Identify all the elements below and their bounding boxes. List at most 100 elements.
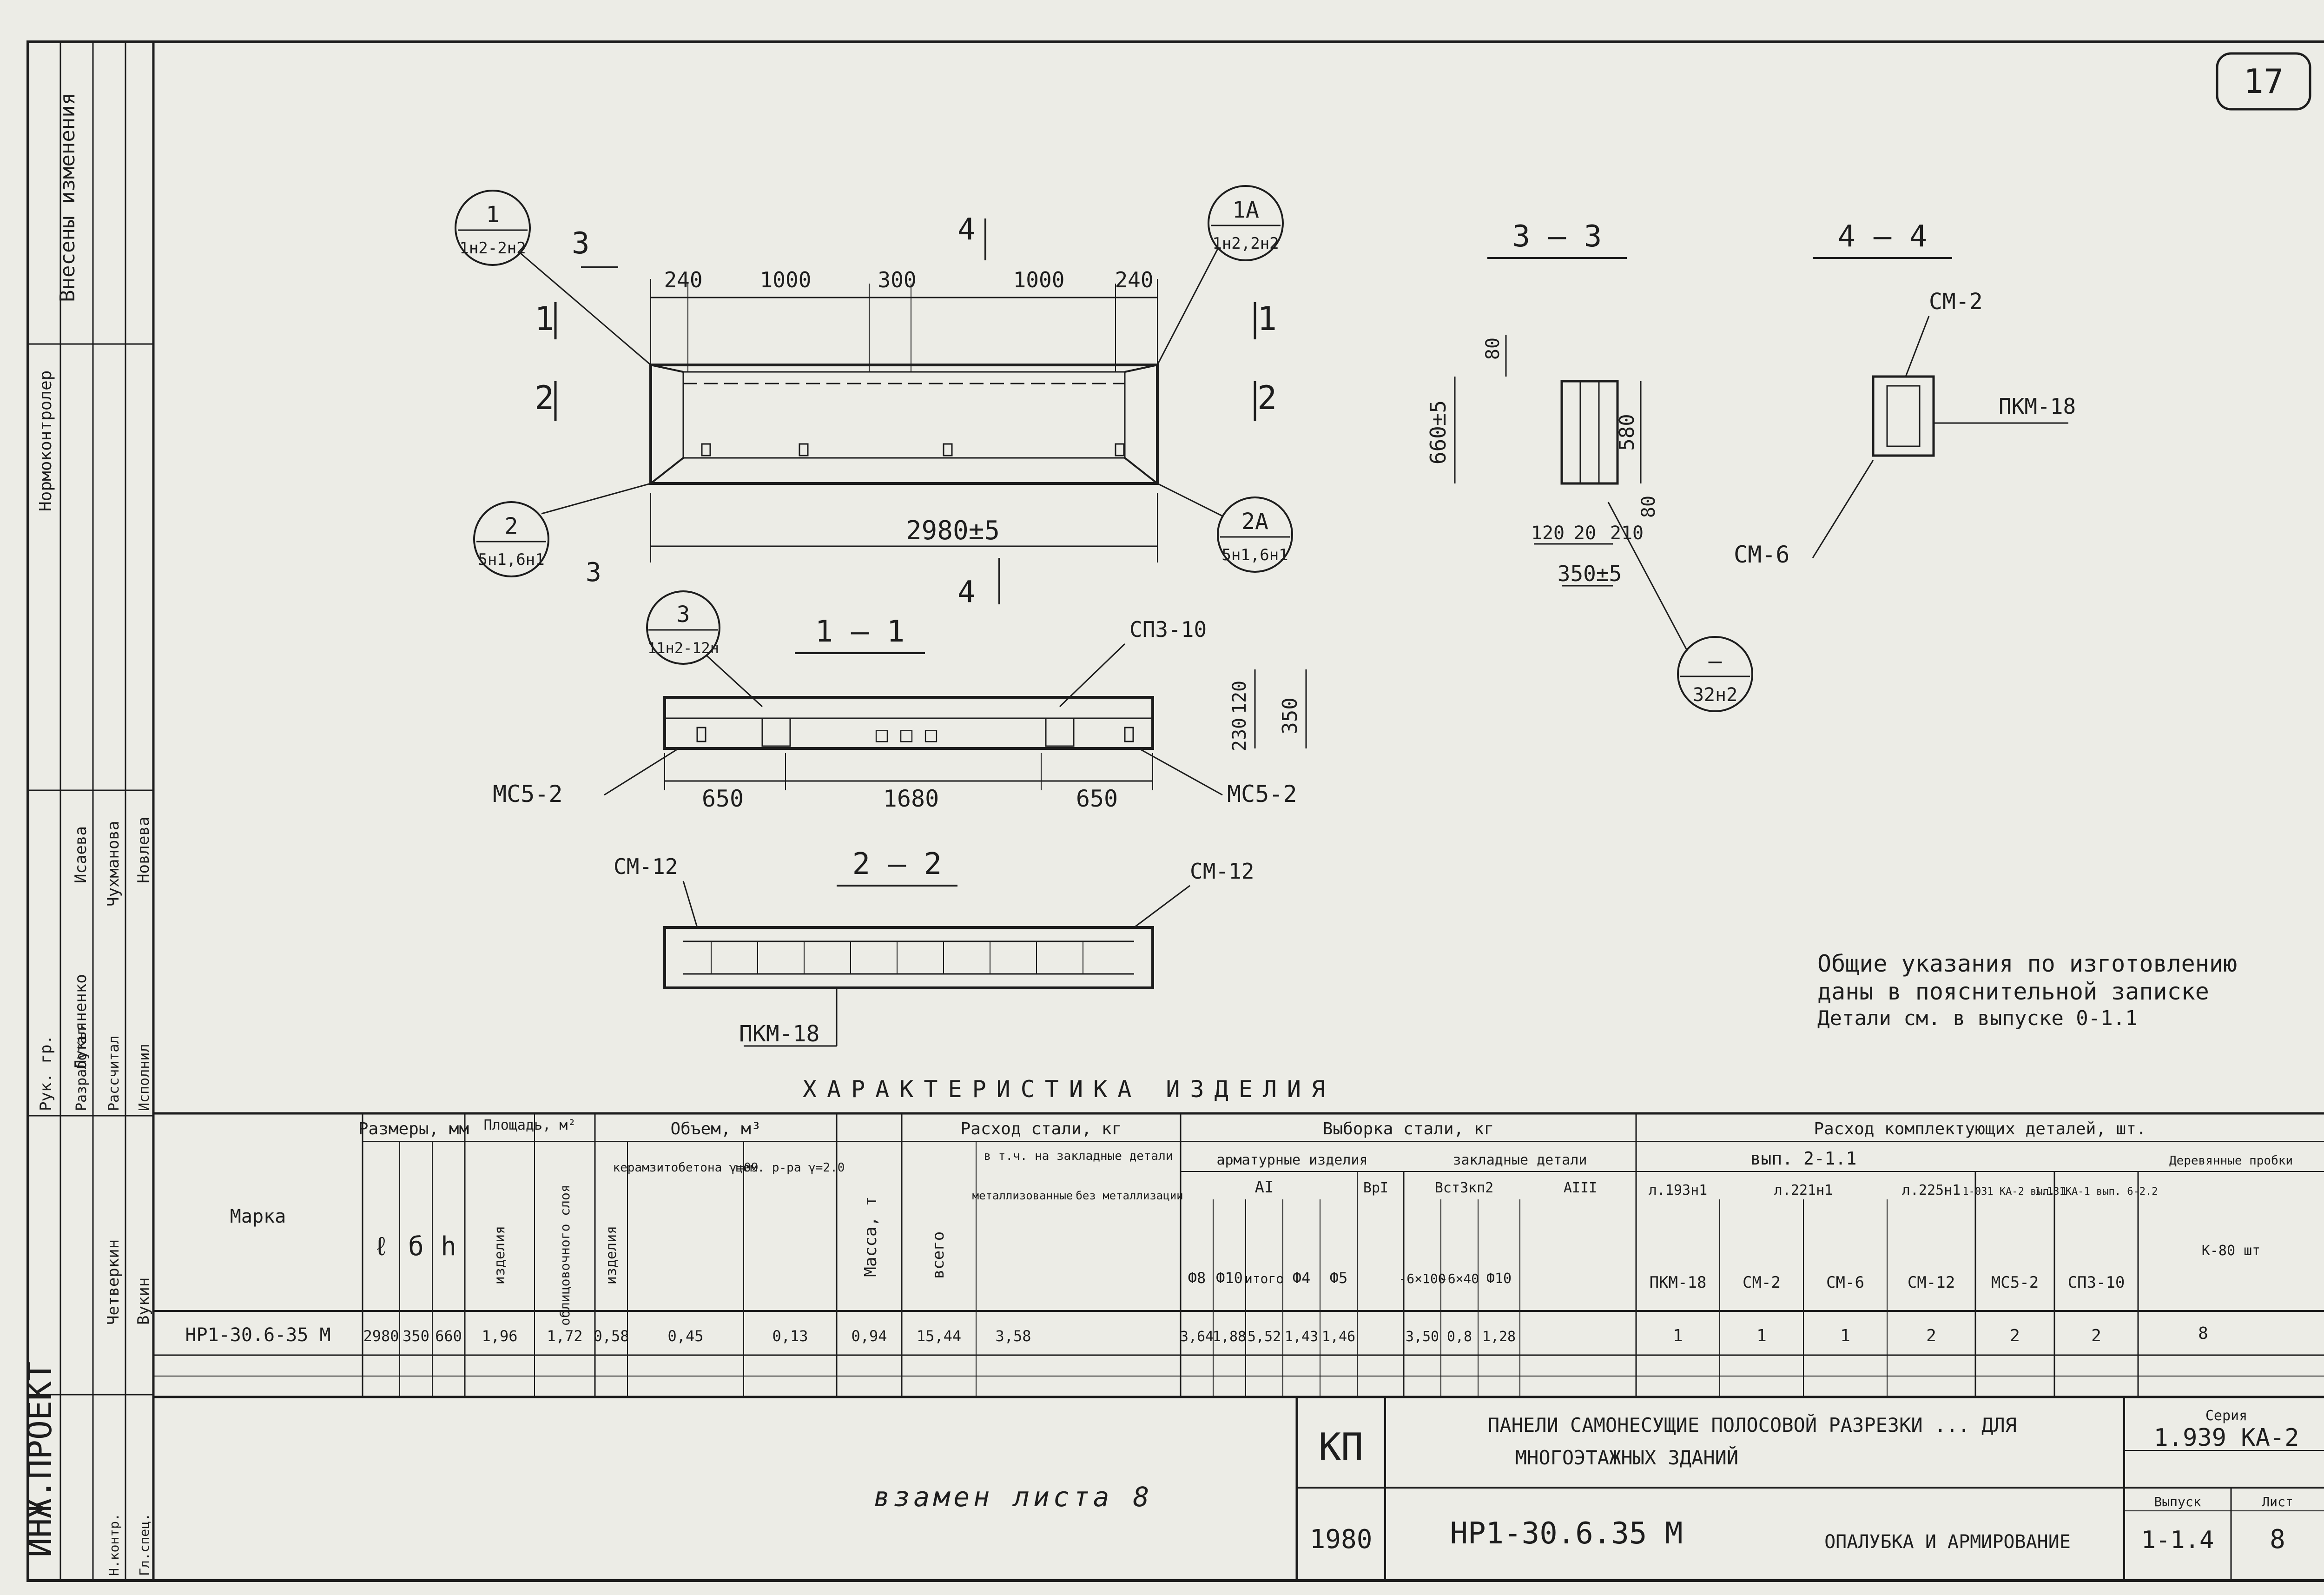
stamp-role-5: Исполнил — [136, 1044, 152, 1112]
row-part-3: 1 — [1840, 1326, 1850, 1345]
dim-plan-1: 650 — [702, 785, 744, 812]
label-pkm-bottom: ПКМ-18 — [739, 1021, 819, 1047]
dim-top-5: 240 — [1115, 267, 1153, 292]
hdr-wood: Деревянные пробки — [2169, 1154, 2293, 1168]
row-vol-product: 0,58 — [593, 1327, 629, 1345]
hdr-embed-sub3: Ф10 — [1486, 1271, 1512, 1287]
dim-top-2: 1000 — [760, 267, 812, 292]
row-wood: 8 — [2198, 1324, 2208, 1343]
hdr-vol-keramzit: керамзитобетона γ=09 — [613, 1161, 758, 1175]
stamp-role-6: Н.контр. — [106, 1513, 122, 1576]
row-f8: 3,64 — [1180, 1329, 1214, 1345]
label-cm12-left: СМ-12 — [614, 854, 678, 879]
callout-2-bottom: 5н1,6н1 — [478, 550, 544, 569]
section-1-1: 1 — 1 □ □ □ 650 1680 650 120 230 350 СП3… — [493, 615, 1307, 812]
stamp-name-6: Вукин — [134, 1277, 153, 1325]
dim-580: 580 — [1615, 414, 1639, 450]
section-mark-4: 4 — [957, 212, 976, 247]
dim-h-b: 230 — [1229, 718, 1250, 751]
hdr-mark: Марка — [230, 1206, 286, 1227]
stamp-name-1: Исаева — [72, 826, 90, 883]
callout-3-top: 3 — [677, 602, 690, 628]
dim-plan-2: 1680 — [883, 785, 939, 812]
stamp-org: ИНЖ.ПРОЕКТ — [21, 1362, 59, 1557]
section-3-3: 3 — 3 660±5 80 580 80 120 20 210 350±5 — [1426, 219, 1659, 587]
row-area-product: 1,96 — [482, 1327, 517, 1345]
hdr-wood-sub: К-80 шт — [2202, 1243, 2260, 1259]
dim-top-4: 1000 — [1013, 267, 1065, 292]
dim-top-1: 240 — [664, 267, 702, 292]
section-mark-3: 3 — [572, 226, 590, 261]
hdr-f5: Ф5 — [1330, 1269, 1348, 1287]
dim-20: 20 — [1574, 523, 1596, 544]
hdr-embed: закладные детали — [1453, 1152, 1587, 1168]
stamp-kp: КП — [1319, 1425, 1363, 1469]
label-cm2: СМ-2 — [1929, 289, 1983, 315]
label-cm6: СМ-6 — [1734, 541, 1789, 568]
hdr-steel-embed: в т.ч. на закладные детали — [984, 1149, 1173, 1163]
dim-350: 350±5 — [1558, 561, 1622, 586]
hdr-area: Площадь, м² — [484, 1117, 576, 1133]
hdr-rebar-a1: АI — [1255, 1178, 1274, 1197]
section-mark-2b: 2 — [1257, 379, 1277, 417]
row-part-6: 2 — [2091, 1326, 2101, 1345]
section-2-2: 2 — 2 СМ-12 СМ-12 ПКМ-18 — [614, 847, 1254, 1047]
table-title: ХАРАКТЕРИСТИКА ИЗДЕЛИЯ — [803, 1076, 1335, 1103]
row-part-1: 1 — [1673, 1326, 1683, 1345]
dim-120: 120 — [1531, 523, 1565, 544]
callout-2a-bottom: 5н1,6н1 — [1221, 546, 1288, 564]
stamp-name-4: Лукьяненко — [72, 974, 90, 1069]
row-vol-keramzit: 0,45 — [667, 1327, 703, 1345]
hdr-dim-l: ℓ — [373, 1231, 389, 1262]
row-l: 2980 — [363, 1327, 399, 1345]
hdr-parts-series-1: 1-031 КА-2 вып. 1 — [1962, 1186, 2067, 1198]
section-mark-4b: 4 — [957, 575, 976, 609]
title-line-1: ПАНЕЛИ САМОНЕСУЩИЕ ПОЛОСОВОЙ РАЗРЕЗКИ ..… — [1488, 1413, 2017, 1436]
row-itogo: 5,52 — [1248, 1329, 1281, 1345]
hdr-part-6: СП3-10 — [2068, 1273, 2125, 1292]
row-embed-a: 3,50 — [1406, 1329, 1439, 1345]
hdr-part-1: ПКМ-18 — [1650, 1273, 1707, 1292]
year: 1980 — [1310, 1524, 1373, 1555]
hdr-rebar: арматурные изделия — [1216, 1152, 1367, 1168]
hdr-dimensions: Размеры, мм — [358, 1119, 469, 1138]
hdr-part-2: СМ-2 — [1743, 1273, 1781, 1292]
hdr-rebar-v1: ВрI — [1363, 1180, 1388, 1196]
hdr-f10: Ф10 — [1216, 1269, 1243, 1287]
hdr-parts-issue: вып. 2-1.1 — [1750, 1148, 1857, 1169]
dim-top-3: 300 — [878, 267, 916, 292]
section-4-4: 4 — 4 СМ-2 ПКМ-18 СМ-6 — [1734, 219, 2076, 568]
dim-length: 2980±5 — [906, 516, 1000, 546]
hdr-dim-h: h — [441, 1231, 456, 1262]
dim-plan-3: 650 — [1076, 785, 1118, 812]
hdr-steel-metal: металлизованные — [972, 1189, 1073, 1202]
section-mark-1: 1 — [535, 300, 554, 338]
callout-3: 3 11н2-12н — [646, 590, 763, 708]
callout-3-bottom: 11н2-12н — [647, 639, 719, 657]
row-b: 350 — [403, 1327, 429, 1345]
label-cm12-right: СМ-12 — [1190, 859, 1254, 884]
hdr-part-5: МС5-2 — [1991, 1273, 2039, 1292]
title-mark: НР1-30.6.35 М — [1450, 1516, 1683, 1551]
left-stamp: Внесены изменения ИНЖ.ПРОЕКТ Нормоконтро… — [21, 42, 153, 1581]
callout-1a-top: 1А — [1232, 197, 1259, 223]
row-mass: 0,94 — [851, 1327, 887, 1345]
dim-h-total: 350 — [1278, 697, 1302, 734]
dim-80b: 80 — [1638, 496, 1659, 518]
label-mc5-left: МС5-2 — [493, 781, 563, 807]
hdr-mass: Масса, т — [861, 1196, 880, 1277]
callout-1-bottom: 1н2-2н2 — [459, 239, 526, 258]
characteristics-table: ХАРАКТЕРИСТИКА ИЗДЕЛИЯ — [152, 1076, 2324, 1398]
row-f10: 1,88 — [1213, 1329, 1246, 1345]
section-mark-1b: 1 — [1257, 300, 1277, 338]
callout-1a-bottom: 1н2,2н2 — [1212, 234, 1279, 253]
hdr-parts: Расход комплектующих деталей, шт. — [1814, 1119, 2146, 1138]
section-mark-3b: 3 — [586, 557, 601, 588]
stamp-heading: Внесены изменения — [56, 93, 79, 302]
label-pkm-right: ПКМ-18 — [1999, 394, 2076, 419]
row-f5: 1,46 — [1322, 1329, 1355, 1345]
stamp-role-4: Рассчитал — [106, 1035, 122, 1111]
note-line-3: Детали см. в выпуске 0-1.1 — [1817, 1006, 2138, 1030]
callout-1-top: 1 — [486, 202, 500, 228]
